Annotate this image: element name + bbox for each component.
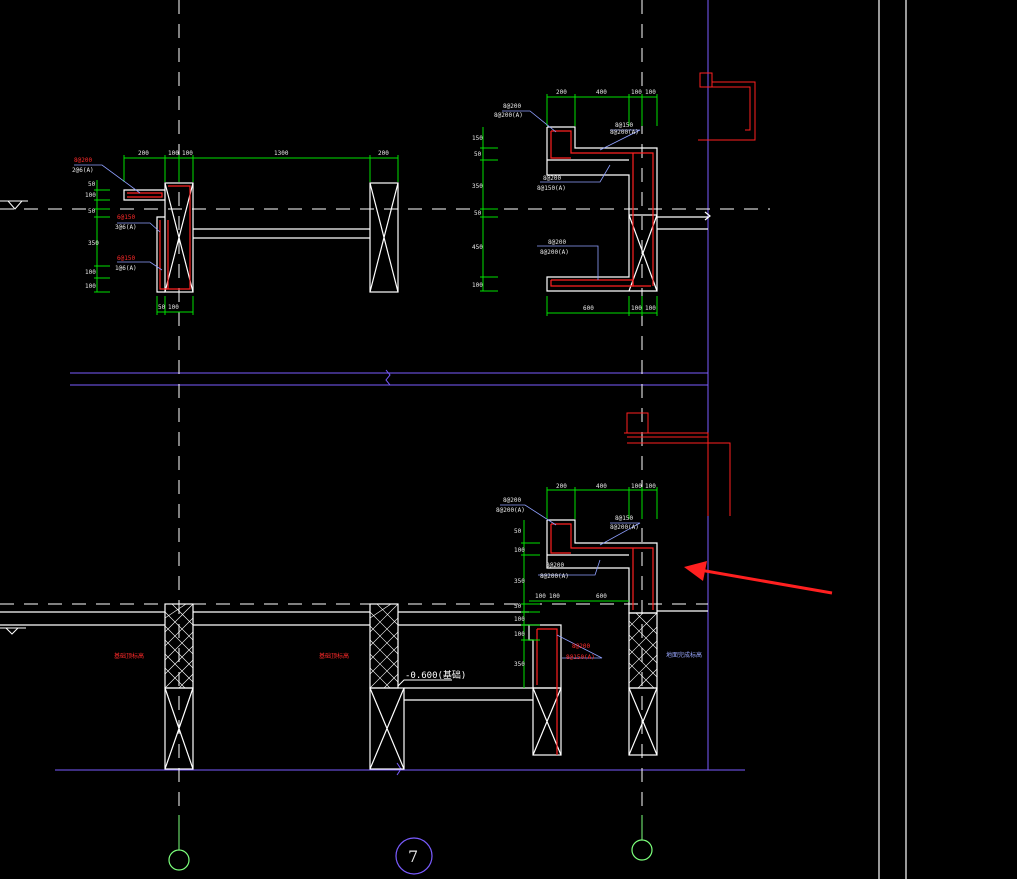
annotation-arrow-icon bbox=[684, 561, 833, 595]
note-c-2: 基础顶标高 bbox=[319, 652, 349, 660]
dim-b-top-1: 200 bbox=[556, 89, 567, 96]
axis-bubble-right bbox=[631, 839, 653, 861]
red-reference-shapes bbox=[624, 72, 756, 516]
note-c-1: 基础顶标高 bbox=[114, 652, 144, 660]
dim-c-left-3: 350 bbox=[514, 578, 525, 585]
label-b-8: 8@200(A) bbox=[540, 249, 569, 256]
label-b-2: 8@200(A) bbox=[494, 112, 523, 119]
dim-b-left-3: 350 bbox=[472, 183, 483, 190]
dim-c-left-1: 50 bbox=[514, 528, 522, 535]
dim-c-left-7: 350 bbox=[514, 661, 525, 668]
dim-c-top-1: 200 bbox=[556, 483, 567, 490]
level-marker-icon bbox=[0, 627, 26, 635]
dim-b-left-4: 50 bbox=[474, 210, 482, 217]
label-b-3: 8@150 bbox=[615, 122, 633, 129]
label-c-5: 8@200 bbox=[546, 562, 564, 569]
axis-bubble-label: 7 bbox=[408, 847, 418, 866]
axis-lines bbox=[0, 0, 770, 815]
label-a-6: 1@6(A) bbox=[115, 265, 137, 272]
label-c-6: 8@200(A) bbox=[540, 573, 569, 580]
axis-bubbles: 7 bbox=[168, 815, 653, 875]
dim-c-top-4: 100 bbox=[645, 483, 656, 490]
label-c-8: 8@150(A) bbox=[566, 654, 595, 661]
elevation-label: -0.600(基础) bbox=[405, 669, 466, 681]
section-a: 200 100 100 1300 200 50 100 50 350 100 1… bbox=[0, 150, 399, 315]
dim-b-left-2: 50 bbox=[474, 151, 482, 158]
label-c-2: 8@200(A) bbox=[496, 507, 525, 514]
label-b-7: 8@200 bbox=[548, 239, 566, 246]
dim-c-left-5: 100 bbox=[514, 616, 525, 623]
label-b-5: 8@200 bbox=[543, 175, 561, 182]
dim-a-top-4: 1300 bbox=[274, 150, 289, 157]
label-c-3: 8@150 bbox=[615, 515, 633, 522]
dim-b-top-4: 100 bbox=[645, 89, 656, 96]
dim-a-top-3: 100 bbox=[182, 150, 193, 157]
dim-a-top-1: 200 bbox=[138, 150, 149, 157]
dim-a-left-1: 50 bbox=[88, 181, 96, 188]
label-a-5: 6@150 bbox=[117, 255, 135, 262]
dim-c-left-4: 50 bbox=[514, 603, 522, 610]
dim-a-top-2: 100 bbox=[168, 150, 179, 157]
label-c-4: 8@200(A) bbox=[610, 524, 639, 531]
label-b-1: 8@200 bbox=[503, 103, 521, 110]
dim-b-top-2: 400 bbox=[596, 89, 607, 96]
dim-c-left-6: 100 bbox=[514, 631, 525, 638]
dim-b-left-1: 150 bbox=[472, 135, 483, 142]
dim-a-bottom-1: 50 bbox=[158, 304, 166, 311]
dim-a-bottom-2: 100 bbox=[168, 304, 179, 311]
dim-a-left-3: 50 bbox=[88, 208, 96, 215]
section-b: 200 400 100 100 150 50 350 50 450 100 60… bbox=[472, 89, 711, 316]
label-a-2: 2@6(A) bbox=[72, 167, 94, 174]
label-b-4: 8@200(A) bbox=[610, 129, 639, 136]
label-a-4: 3@6(A) bbox=[115, 224, 137, 231]
dim-c-top-3: 100 bbox=[631, 483, 642, 490]
label-a-3: 6@150 bbox=[117, 214, 135, 221]
level-marker-icon bbox=[0, 200, 28, 210]
column-hatching bbox=[164, 603, 658, 689]
dim-b-left-6: 100 bbox=[472, 282, 483, 289]
note-c-3: 地面完成标高 bbox=[666, 651, 702, 659]
label-c-7: 8@200 bbox=[572, 643, 590, 650]
section-c: 200 400 100 100 50 100 350 50 100 100 35… bbox=[0, 483, 708, 770]
dim-b-bottom-3: 100 bbox=[645, 305, 656, 312]
dim-a-left-4: 350 bbox=[88, 240, 99, 247]
dim-b-left-5: 450 bbox=[472, 244, 483, 251]
axis-bubble-7 bbox=[395, 837, 433, 875]
dim-b-top-3: 100 bbox=[631, 89, 642, 96]
dim-c-top-2: 400 bbox=[596, 483, 607, 490]
label-a-1: 8@200 bbox=[74, 157, 92, 164]
grid-lines bbox=[55, 0, 745, 776]
dim-c-mid-2: 100 bbox=[549, 593, 560, 600]
dim-a-left-2: 100 bbox=[85, 192, 96, 199]
sheet-border-lines bbox=[878, 0, 907, 879]
label-b-6: 8@150(A) bbox=[537, 185, 566, 192]
dim-c-left-2: 100 bbox=[514, 547, 525, 554]
dim-c-mid-3: 600 bbox=[596, 593, 607, 600]
dim-b-bottom-2: 100 bbox=[631, 305, 642, 312]
label-c-1: 8@200 bbox=[503, 497, 521, 504]
dim-a-left-5: 100 bbox=[85, 269, 96, 276]
dim-b-bottom-1: 600 bbox=[583, 305, 594, 312]
dim-a-left-6: 100 bbox=[85, 283, 96, 290]
axis-bubble-left bbox=[168, 849, 190, 871]
dim-a-top-5: 200 bbox=[378, 150, 389, 157]
dim-c-mid-1: 100 bbox=[535, 593, 546, 600]
